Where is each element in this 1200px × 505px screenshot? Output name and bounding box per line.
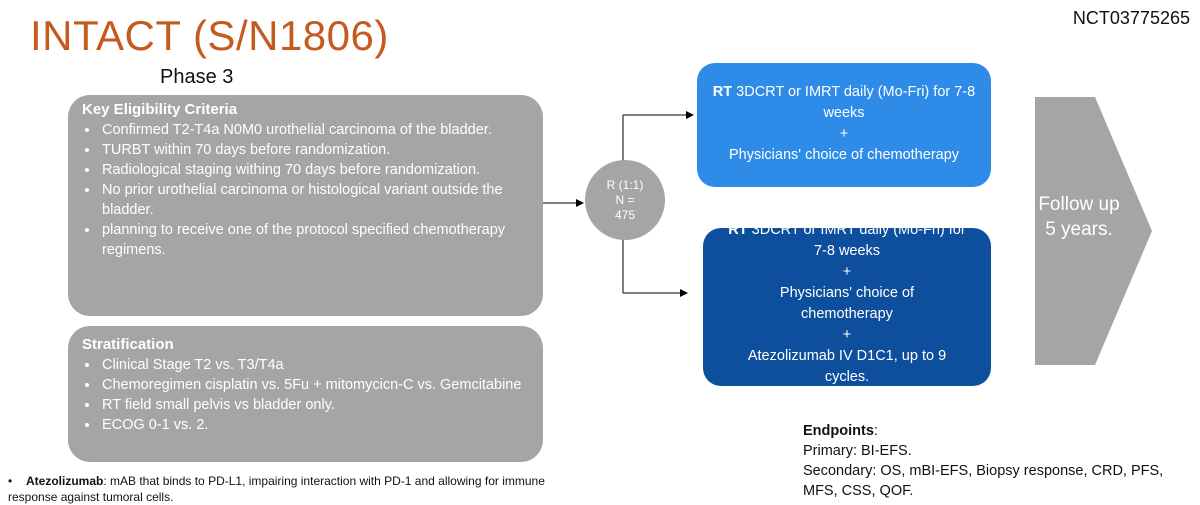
stratification-box: Stratification Clinical Stage T2 vs. T3/… <box>68 326 543 462</box>
randomization-circle: R (1:1) N = 475 <box>585 160 665 240</box>
arm1-rt: RT 3DCRT or IMRT daily (Mo-Fri) for 7-8 … <box>697 82 991 124</box>
stratification-item: RT field small pelvis vs bladder only. <box>100 395 529 415</box>
phase-label: Phase 3 <box>160 66 234 88</box>
endpoints-heading-line: Endpoints: <box>803 421 1193 441</box>
stratification-item: ECOG 0-1 vs. 2. <box>100 415 529 435</box>
eligibility-heading: Key Eligibility Criteria <box>82 101 238 118</box>
randomization-n-label: N = <box>615 192 635 207</box>
arm1-plus: + <box>839 126 849 142</box>
footnote-term: Atezolizumab <box>26 474 104 488</box>
arm2-plus-1: + <box>842 264 852 280</box>
follow-up-text: Follow up 5 years. <box>1038 194 1120 240</box>
footnote-bullet: • <box>8 474 13 488</box>
endpoints-primary: Primary: BI-EFS. <box>803 443 912 459</box>
arm2-rt-text: 3DCRT or IMRT daily (Mo-Fri) for 7-8 wee… <box>747 228 966 259</box>
footnote-text: : mAB that binds to PD-L1, impairing int… <box>8 474 545 504</box>
arm1-chemo: Physicians' choice of chemotherapy <box>728 147 960 163</box>
stratification-item: Chemoregimen cisplatin vs. 5Fu + mitomyc… <box>100 375 529 395</box>
eligibility-item: No prior urothelial carcinoma or histolo… <box>100 180 529 220</box>
eligibility-item: planning to receive one of the protocol … <box>100 220 529 260</box>
stratification-heading: Stratification <box>82 336 174 353</box>
stratification-list: Clinical Stage T2 vs. T3/T4a Chemoregime… <box>82 355 529 435</box>
eligibility-box: Key Eligibility Criteria Confirmed T2-T4… <box>68 95 543 316</box>
arm2-rt-bold: RT <box>728 228 748 238</box>
arm2-chemo: Physicians' choice of chemotherapy <box>779 285 915 322</box>
randomization-n-value: 475 <box>614 207 636 222</box>
arm2-box: RT 3DCRT or IMRT daily (Mo-Fri) for 7-8 … <box>703 228 991 386</box>
stratification-item: Clinical Stage T2 vs. T3/T4a <box>100 355 529 375</box>
arm1-rt-bold: RT <box>712 84 733 100</box>
follow-up-arrow-shape <box>1035 97 1152 365</box>
trial-title: INTACT (S/N1806) <box>30 12 389 59</box>
nct-id: NCT03775265 <box>1072 8 1190 28</box>
endpoints-secondary: Secondary: OS, mBI-EFS, Biopsy response,… <box>803 463 1164 499</box>
arm2-atezolizumab: Atezolizumab IV D1C1, up to 9 cycles. <box>747 348 947 385</box>
endpoints-heading: Endpoints <box>803 423 874 439</box>
arm2-rt: RT 3DCRT or IMRT daily (Mo-Fri) for 7-8 … <box>703 228 991 262</box>
footnote: • Atezolizumab: mAB that binds to PD-L1, … <box>8 473 568 505</box>
eligibility-item: Confirmed T2-T4a N0M0 urothelial carcino… <box>100 120 529 140</box>
arm1-rt-text: 3DCRT or IMRT daily (Mo-Fri) for 7-8 wee… <box>732 84 976 121</box>
endpoints-colon: : <box>873 423 878 439</box>
randomization-ratio: R (1:1) <box>606 177 644 192</box>
eligibility-list: Confirmed T2-T4a N0M0 urothelial carcino… <box>82 120 529 260</box>
eligibility-item: TURBT within 70 days before randomizatio… <box>100 140 529 160</box>
arm1-box: RT 3DCRT or IMRT daily (Mo-Fri) for 7-8 … <box>697 63 991 187</box>
eligibility-item: Radiological staging withing 70 days bef… <box>100 160 529 180</box>
arm2-plus-2: + <box>842 327 852 343</box>
endpoints-block: Endpoints: Primary: BI-EFS. Secondary: O… <box>803 421 1193 501</box>
